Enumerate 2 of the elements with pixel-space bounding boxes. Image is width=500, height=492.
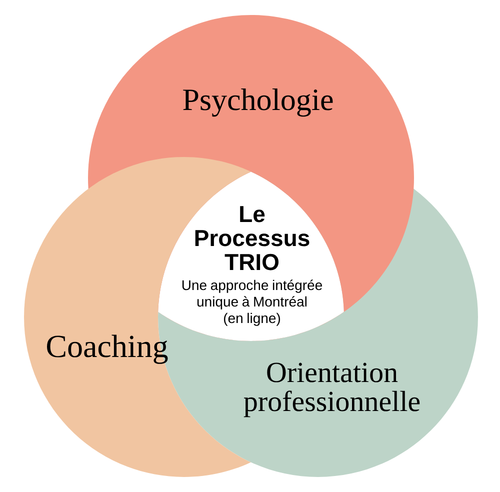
- subtitle: Une approche intégrée unique à Montréal (en ligne): [182, 280, 322, 326]
- center-heading: Le Processus TRIO: [195, 206, 310, 270]
